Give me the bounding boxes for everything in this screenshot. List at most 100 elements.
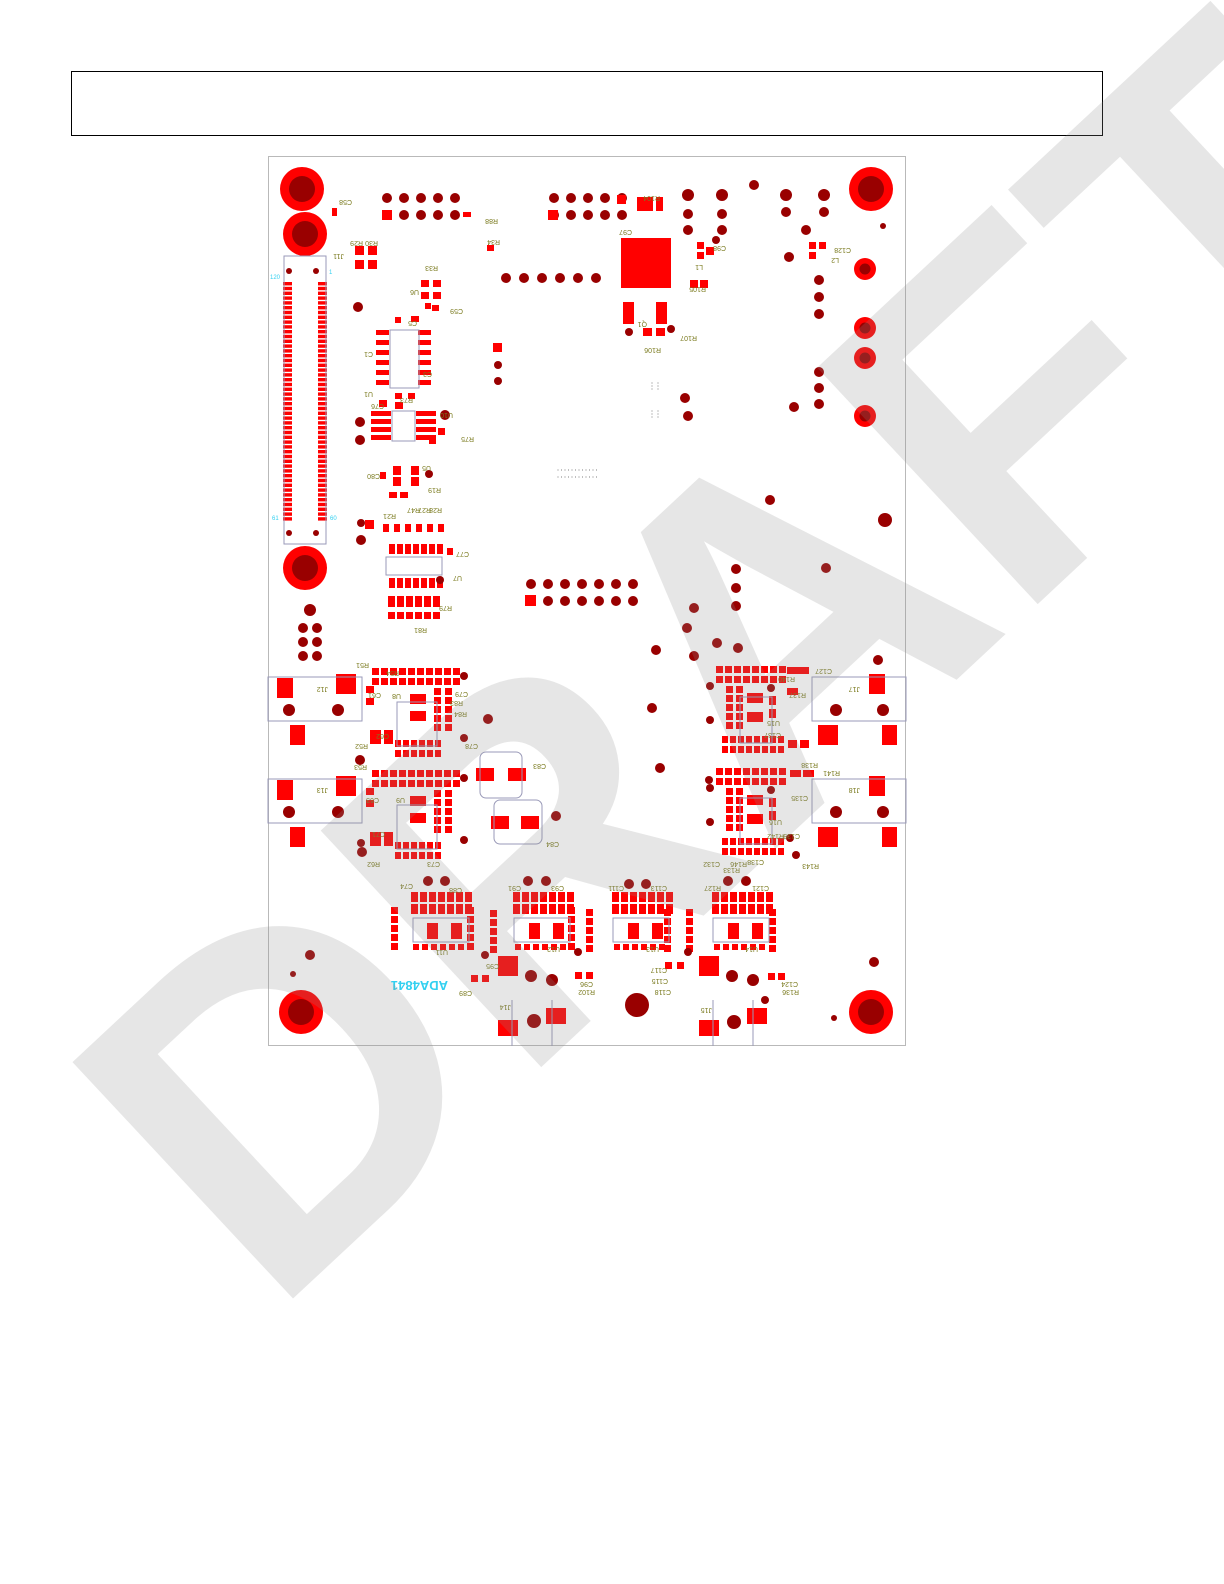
smd-pad bbox=[318, 334, 327, 339]
via bbox=[749, 180, 759, 190]
via bbox=[651, 645, 661, 655]
smd-pad bbox=[770, 736, 776, 743]
smd-pad bbox=[716, 768, 723, 775]
smd-pad bbox=[632, 944, 638, 950]
smd-pad bbox=[738, 736, 744, 743]
smd-pad bbox=[726, 815, 733, 822]
smd-pad bbox=[388, 612, 395, 619]
silk-label-r73: R73 bbox=[400, 396, 413, 403]
via bbox=[733, 643, 743, 653]
smd-pad bbox=[427, 923, 438, 939]
smd-pad bbox=[437, 544, 443, 554]
smd-pad bbox=[434, 799, 441, 806]
smd-pad bbox=[752, 778, 759, 785]
silk-label-c113: C113 bbox=[651, 884, 667, 891]
smd-pad bbox=[380, 472, 386, 479]
smd-pad bbox=[664, 927, 671, 934]
smd-pad bbox=[390, 780, 397, 787]
silk-label-c124: C124 bbox=[781, 980, 798, 987]
smd-pad bbox=[490, 928, 497, 935]
silk-label-c74: C74 bbox=[400, 882, 413, 889]
cap-c83-outline bbox=[479, 751, 523, 799]
via bbox=[611, 596, 621, 606]
sma-pad bbox=[699, 956, 719, 976]
via bbox=[583, 210, 593, 220]
outline-layer bbox=[267, 255, 907, 1046]
smd-pad bbox=[778, 848, 784, 855]
bga-dot bbox=[596, 469, 597, 471]
smd-pad bbox=[391, 934, 398, 941]
silk-label-u5: U5 bbox=[422, 464, 431, 471]
smd-pad bbox=[445, 706, 452, 713]
silk-label-c77: C77 bbox=[456, 550, 469, 557]
ic-u10-outline bbox=[391, 410, 416, 442]
smd-pad bbox=[621, 892, 628, 902]
silk-label-r51: R51 bbox=[356, 661, 369, 668]
mounting-hole-drill bbox=[289, 176, 315, 202]
smd-pad bbox=[568, 925, 575, 932]
via bbox=[357, 519, 365, 527]
smd-pad bbox=[766, 892, 773, 902]
bga-dot bbox=[578, 476, 580, 478]
via bbox=[494, 361, 502, 369]
smd-pad bbox=[447, 548, 453, 555]
smd-pad bbox=[283, 306, 292, 310]
silk-label-r105: R105 bbox=[689, 285, 706, 292]
silk-label-r33: R33 bbox=[425, 264, 438, 271]
smd-pad bbox=[770, 676, 777, 683]
smd-pad bbox=[399, 780, 406, 787]
smd-pad bbox=[417, 678, 424, 685]
via bbox=[298, 651, 308, 661]
smd-pad bbox=[370, 832, 381, 846]
smd-pad bbox=[529, 923, 540, 939]
smd-pad bbox=[419, 750, 425, 757]
smd-pad bbox=[435, 750, 441, 757]
smd-pad bbox=[586, 927, 593, 934]
sma-pad bbox=[498, 1020, 518, 1036]
smd-pad bbox=[283, 411, 292, 415]
smd-pad bbox=[283, 291, 292, 295]
smd-pad bbox=[449, 944, 455, 950]
smd-pad bbox=[318, 421, 327, 425]
via bbox=[869, 957, 879, 967]
via bbox=[628, 579, 638, 589]
smd-pad bbox=[738, 746, 744, 753]
smd-pad bbox=[586, 918, 593, 925]
bga-dot bbox=[557, 476, 559, 478]
via bbox=[625, 328, 633, 336]
smd-pad bbox=[438, 904, 445, 914]
smd-pad bbox=[522, 892, 529, 902]
smd-pad bbox=[738, 838, 744, 845]
smd-pad bbox=[318, 330, 327, 334]
via bbox=[716, 189, 728, 201]
via bbox=[460, 672, 468, 680]
smd-pad bbox=[403, 842, 409, 849]
silk-label-r107: R107 bbox=[680, 334, 697, 341]
smd-pad bbox=[726, 788, 733, 795]
smd-pad bbox=[410, 694, 426, 704]
via bbox=[527, 1014, 541, 1028]
smd-pad bbox=[657, 904, 664, 914]
smd-pad bbox=[754, 848, 760, 855]
smd-pad bbox=[421, 280, 429, 287]
smd-pad bbox=[433, 596, 440, 607]
smd-pad bbox=[318, 387, 327, 391]
silk-label-c98: C98 bbox=[713, 244, 726, 251]
connector-j13-outline bbox=[267, 778, 363, 824]
smd-pad bbox=[453, 780, 460, 787]
smd-pad bbox=[283, 406, 292, 411]
smd-pad bbox=[427, 842, 433, 849]
smd-pad bbox=[686, 918, 693, 925]
smd-pad bbox=[283, 498, 292, 502]
via bbox=[628, 596, 638, 606]
smd-pad bbox=[747, 795, 763, 805]
smd-pad bbox=[379, 400, 387, 407]
smd-pad bbox=[725, 768, 732, 775]
silk-label-c91: C91 bbox=[508, 884, 521, 891]
smd-pad bbox=[586, 936, 593, 943]
smd-pad bbox=[403, 750, 409, 757]
via bbox=[705, 776, 713, 784]
smd-pad bbox=[283, 445, 292, 449]
silk-label-c83: C83 bbox=[533, 762, 546, 769]
smd-pad bbox=[725, 676, 732, 683]
